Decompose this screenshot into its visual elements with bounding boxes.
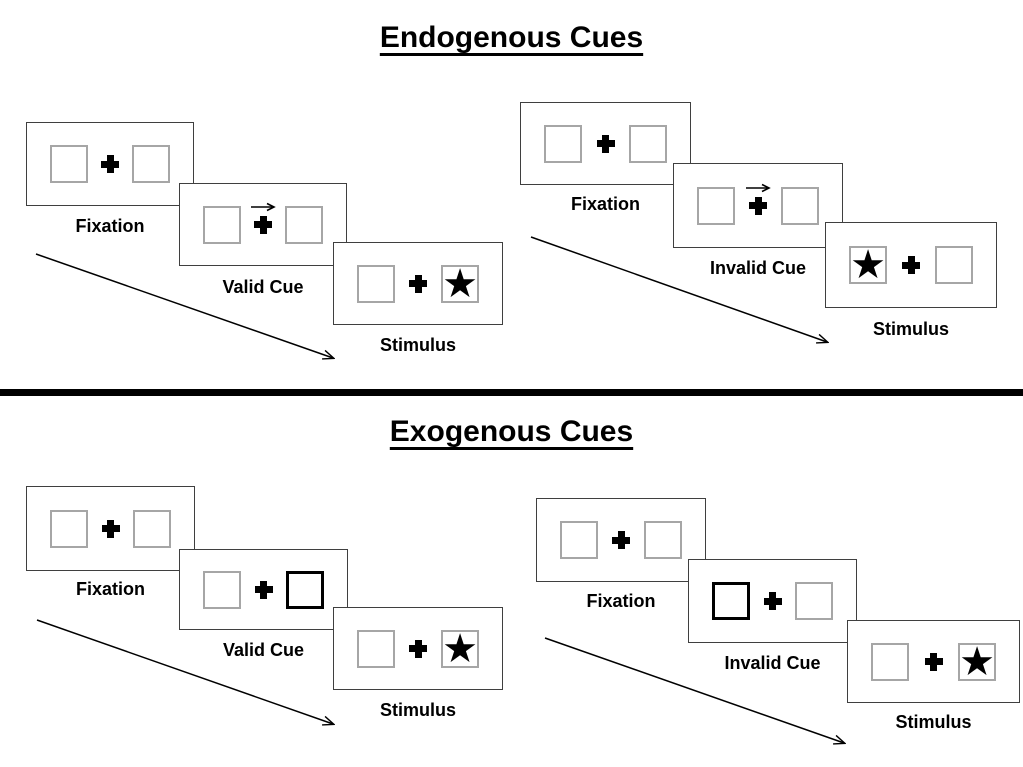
fixation-cross-icon [254, 580, 273, 599]
right-arrow-icon [746, 183, 771, 192]
star-icon: ★ [850, 243, 886, 287]
panel-label-fixation: Fixation [570, 194, 640, 214]
endogenous-section-title: Endogenous Cues [379, 21, 644, 54]
left-placeholder-box [871, 642, 909, 681]
exo-invalid-cue-panel [688, 559, 857, 643]
panel-label-cue: Valid Cue [222, 640, 305, 660]
left-placeholder-box [560, 521, 598, 559]
exo-valid-stimulus-panel: ★ [333, 607, 503, 690]
panel-label-fixation: Fixation [75, 216, 145, 236]
endo-valid-fixation-panel [26, 122, 194, 206]
timeline-arrow-endo-valid [35, 253, 333, 358]
right-placeholder-box [133, 509, 171, 548]
right-placeholder-box [644, 521, 682, 559]
left-placeholder-box [357, 629, 395, 668]
endo-valid-stimulus-panel: ★ [333, 242, 503, 325]
endo-invalid-fixation-panel [520, 102, 691, 185]
left-placeholder-box [203, 205, 241, 244]
star-stimulus-box: ★ [958, 639, 996, 684]
fixation-cross-icon [924, 652, 943, 671]
timeline-arrow-exo-invalid [544, 637, 844, 743]
right-placeholder-box [132, 145, 170, 183]
star-stimulus-box: ★ [441, 626, 479, 671]
panel-label-cue: Valid Cue [222, 277, 304, 297]
panel-label-fixation: Fixation [75, 579, 145, 599]
exo-invalid-fixation-panel [536, 498, 706, 582]
right-placeholder-box [285, 205, 323, 244]
endo-invalid-stimulus-panel: ★ [825, 222, 997, 308]
fixation-cross-icon [101, 519, 120, 538]
fixation-cross-icon [763, 592, 782, 610]
panel-label-stimulus: Stimulus [379, 335, 456, 355]
right-arrow-icon [251, 202, 276, 211]
highlighted-cue-box [712, 582, 750, 620]
exo-valid-cue-panel [179, 549, 348, 630]
timeline-arrow-exo-valid [36, 619, 333, 724]
star-icon: ★ [442, 261, 478, 306]
left-placeholder-box [357, 264, 395, 303]
fixation-cross-icon [251, 202, 276, 234]
timeline-arrow-endo-invalid [530, 236, 827, 342]
section-divider [0, 389, 1023, 396]
endo-invalid-cue-panel [673, 163, 843, 248]
fixation-cross-icon [101, 155, 119, 173]
exo-invalid-stimulus-panel: ★ [847, 620, 1020, 703]
left-placeholder-box [697, 186, 735, 225]
panel-label-stimulus: Stimulus [895, 712, 972, 732]
right-placeholder-box [795, 582, 833, 620]
right-placeholder-box [935, 246, 973, 284]
exo-valid-fixation-panel [26, 486, 195, 571]
left-placeholder-box [544, 124, 582, 163]
star-icon: ★ [959, 639, 995, 684]
exogenous-section-title: Exogenous Cues [389, 415, 634, 448]
panel-label-cue: Invalid Cue [724, 653, 821, 673]
panel-label-cue: Invalid Cue [709, 258, 807, 278]
fixation-cross-icon [902, 256, 920, 274]
panel-label-stimulus: Stimulus [379, 700, 456, 720]
star-stimulus-box: ★ [441, 261, 479, 306]
fixation-cross-icon [409, 639, 427, 658]
endo-valid-cue-panel [179, 183, 347, 266]
star-stimulus-box: ★ [849, 243, 887, 287]
left-placeholder-box [50, 509, 88, 548]
right-placeholder-box [629, 124, 667, 163]
fixation-cross-icon [746, 183, 771, 215]
left-placeholder-box [203, 570, 241, 609]
star-icon: ★ [442, 626, 478, 671]
panel-label-fixation: Fixation [586, 591, 656, 611]
highlighted-cue-box [286, 570, 324, 609]
fixation-cross-icon [409, 274, 427, 293]
panel-label-stimulus: Stimulus [872, 319, 949, 339]
left-placeholder-box [50, 145, 88, 183]
right-placeholder-box [781, 186, 819, 225]
fixation-cross-icon [596, 134, 615, 153]
fixation-cross-icon [612, 531, 630, 549]
